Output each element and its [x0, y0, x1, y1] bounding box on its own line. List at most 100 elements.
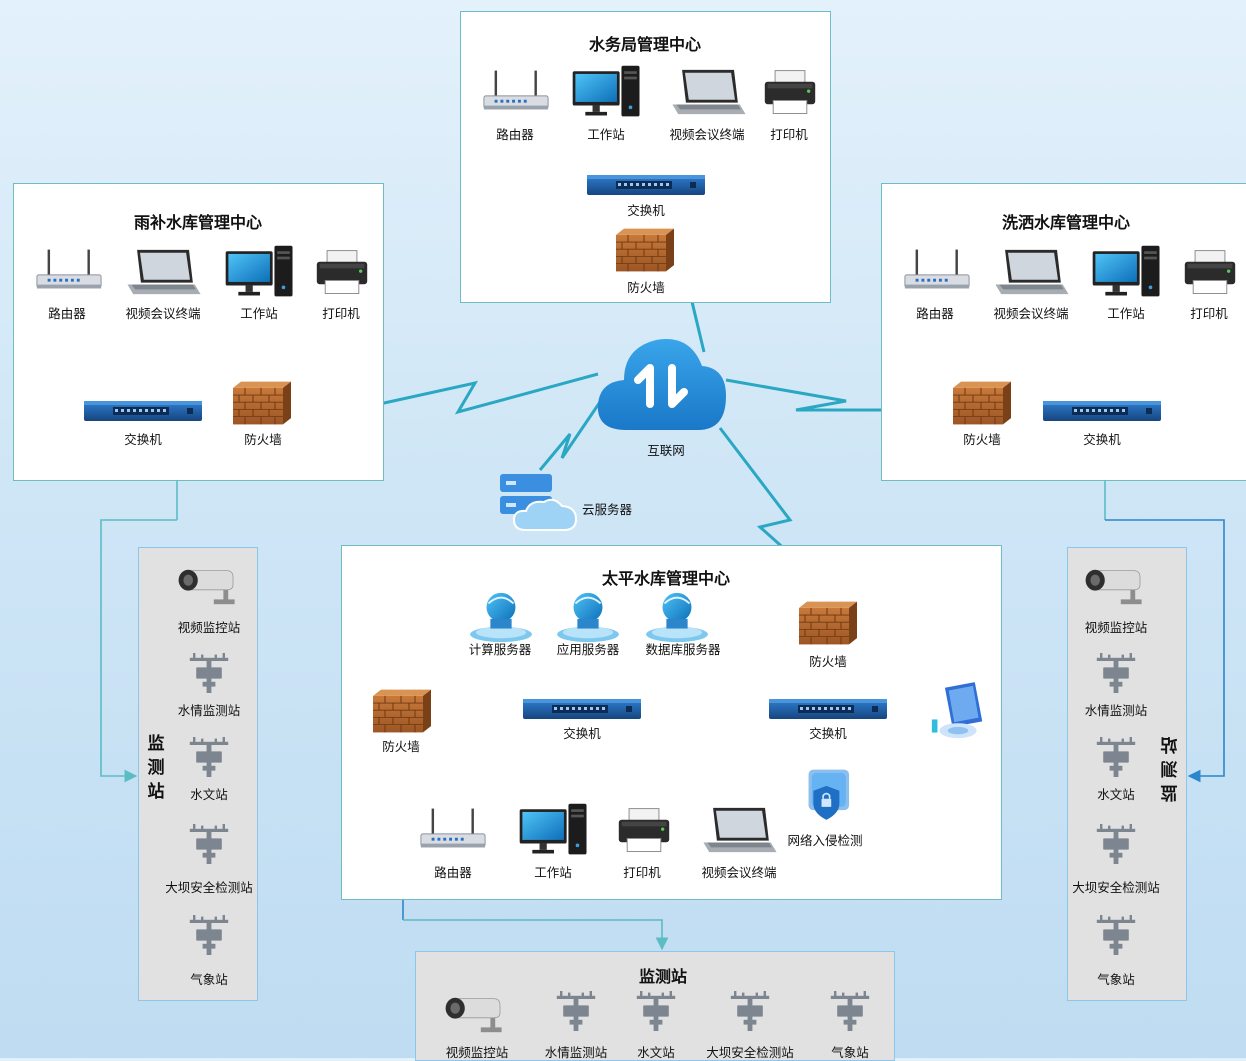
monitor-arrow: [100, 519, 177, 783]
monitor-left-title: 监 测 站: [146, 732, 166, 804]
yubu-device-label: 工作站: [240, 306, 278, 321]
monitor-arrow: [403, 919, 669, 951]
monitor-right-title-char: 测: [1160, 758, 1178, 778]
xisa-panel: [881, 183, 1246, 481]
monitor-right-station-label: 视频监控站: [1084, 620, 1148, 635]
station-icon: [826, 990, 874, 1032]
printer-icon: [1182, 248, 1238, 298]
switch-icon: [83, 399, 203, 423]
xisa-switch-label: 交换机: [1083, 432, 1121, 447]
taiping-server-label: 计算服务器: [468, 642, 532, 657]
water-bureau-device-label: 路由器: [496, 127, 534, 142]
router-icon: [481, 68, 551, 114]
taiping-title: 太平水库管理中心: [601, 569, 731, 588]
monitor-left-title-char: 测: [147, 758, 165, 778]
monitor-right-station-label: 大坝安全检测站: [1072, 880, 1160, 895]
station-icon: [632, 990, 680, 1032]
taiping-switch-right-label: 交换机: [809, 726, 847, 741]
intrusion-monitor-icon: [930, 682, 986, 742]
taiping-ids-label: 网络入侵检测: [787, 833, 863, 848]
monitor-right-station-label: 气象站: [1097, 972, 1135, 987]
taiping-device-label: 路由器: [434, 865, 472, 880]
monitor-right-station-label: 水文站: [1097, 787, 1135, 802]
yubu-firewall-label: 防火墙: [244, 432, 282, 447]
router-icon: [418, 806, 488, 852]
camera-icon: [177, 562, 241, 608]
monitor-left-station-label: 大坝安全检测站: [165, 880, 253, 895]
taiping-firewall-right-label: 防火墙: [809, 654, 847, 669]
yubu-device-label: 路由器: [48, 306, 86, 321]
workstation-icon: [515, 802, 593, 858]
monitor-left-title-char: 监: [147, 734, 165, 754]
internet-label: 互联网: [647, 443, 685, 458]
laptop-icon: [670, 68, 748, 118]
station-icon: [185, 652, 233, 694]
monitor-right-title-char: 监: [1160, 782, 1178, 802]
monitor-arrow: [1105, 519, 1225, 783]
monitor-bottom-station-label: 气象站: [831, 1045, 869, 1060]
router-icon: [34, 247, 104, 293]
monitor-right-title: 监 测 站: [1159, 732, 1179, 804]
laptop-icon: [125, 248, 203, 298]
yubu-switch-label: 交换机: [124, 432, 162, 447]
printer-icon: [616, 806, 672, 856]
workstation-icon: [1088, 244, 1166, 300]
laptop-icon: [701, 806, 779, 856]
station-icon: [1092, 736, 1140, 778]
monitor-left-station-label: 气象站: [190, 972, 228, 987]
switch-icon: [522, 697, 642, 721]
switch-icon: [586, 173, 706, 197]
switch-icon: [768, 697, 888, 721]
monitor-bottom-title: 监测站: [638, 967, 688, 986]
lightning-link: [297, 372, 599, 424]
monitor-bottom-station-label: 大坝安全检测站: [706, 1045, 794, 1060]
printer-icon: [762, 68, 818, 118]
monitor-left-panel: [138, 547, 258, 1001]
water-bureau-device-label: 打印机: [770, 127, 808, 142]
taiping-device-label: 视频会议终端: [701, 865, 777, 880]
taiping-device-label: 打印机: [623, 865, 661, 880]
monitor-right-panel: [1067, 547, 1187, 1001]
xisa-device-label: 工作站: [1107, 306, 1145, 321]
monitor-left-station-label: 水文站: [190, 787, 228, 802]
firewall-icon: [951, 380, 1013, 426]
server-icon: [553, 588, 623, 644]
xisa-device-label: 路由器: [916, 306, 954, 321]
station-icon: [185, 736, 233, 778]
monitor-right-station-label: 水情监测站: [1084, 703, 1148, 718]
station-icon: [1092, 652, 1140, 694]
station-icon: [185, 823, 233, 865]
yubu-device-label: 视频会议终端: [125, 306, 201, 321]
cloud-server-label: 云服务器: [581, 502, 633, 517]
station-icon: [1092, 823, 1140, 865]
water-bureau-device-label: 工作站: [587, 127, 625, 142]
workstation-icon: [221, 244, 299, 300]
shield-lock-icon: [800, 768, 856, 828]
station-icon: [552, 990, 600, 1032]
internet-cloud-icon: [594, 330, 728, 440]
monitor-right-title-char: 站: [1160, 734, 1178, 754]
router-icon: [902, 247, 972, 293]
yubu-title: 雨补水库管理中心: [133, 213, 263, 232]
yubu-panel: [13, 183, 384, 481]
station-icon: [1092, 914, 1140, 956]
water-bureau-switch-label: 交换机: [627, 203, 665, 218]
workstation-icon: [568, 64, 646, 120]
laptop-icon: [993, 248, 1071, 298]
firewall-icon: [371, 688, 433, 734]
camera-icon: [1084, 562, 1148, 608]
monitor-left-station-label: 水情监测站: [177, 703, 241, 718]
water-bureau-firewall-label: 防火墙: [627, 280, 665, 295]
monitor-bottom-station-label: 水情监测站: [544, 1045, 608, 1060]
server-icon: [642, 588, 712, 644]
taiping-switch-left-label: 交换机: [563, 726, 601, 741]
xisa-title: 洗洒水库管理中心: [1001, 213, 1131, 232]
monitor-bottom-station-label: 水文站: [637, 1045, 675, 1060]
water-bureau-device-label: 视频会议终端: [669, 127, 745, 142]
monitor-left-station-label: 视频监控站: [177, 620, 241, 635]
xisa-firewall-label: 防火墙: [963, 432, 1001, 447]
xisa-device-label: 打印机: [1190, 306, 1228, 321]
printer-icon: [314, 248, 370, 298]
taiping-device-label: 工作站: [534, 865, 572, 880]
station-icon: [185, 914, 233, 956]
